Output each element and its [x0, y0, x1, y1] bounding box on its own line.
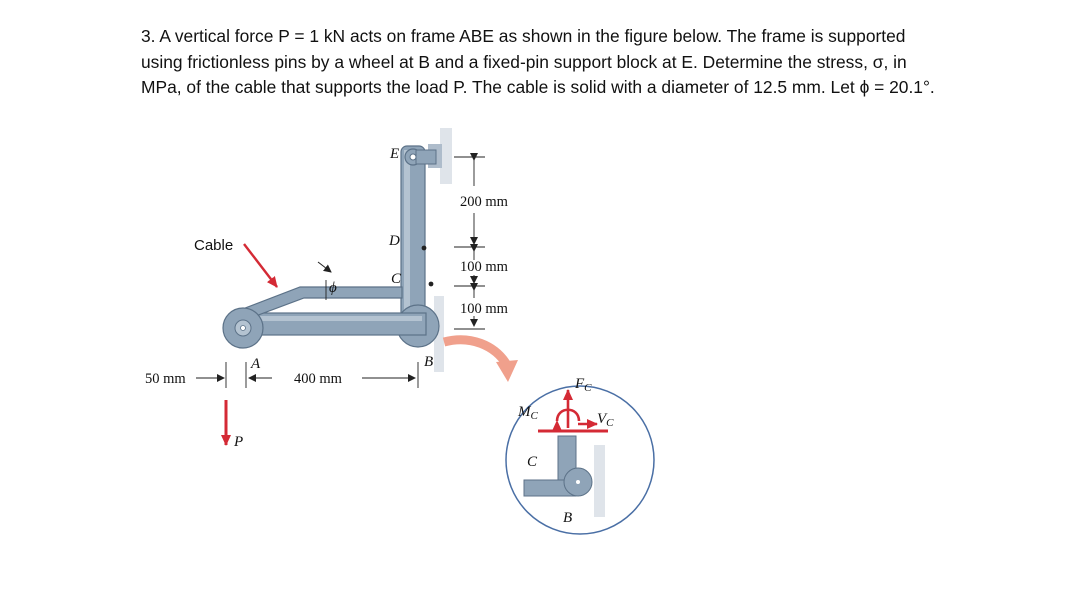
label-b: B [424, 354, 433, 370]
problem-statement: 3. A vertical force P = 1 kN acts on fra… [141, 24, 1041, 101]
dim-100-top-label: 100 mm [460, 259, 509, 275]
inset-circle [505, 385, 655, 535]
pin-e [404, 148, 437, 166]
inset-label-mc: MC [517, 404, 539, 422]
dim-50-label: 50 mm [145, 371, 186, 387]
vertical-member [400, 145, 426, 333]
label-cable: Cable [194, 237, 233, 254]
label-e: E [389, 146, 399, 162]
dim-vertical-group [454, 153, 485, 330]
dim-400-label: 400 mm [294, 371, 343, 387]
label-d: D [388, 233, 400, 249]
wall-support-b [434, 296, 444, 372]
phi-indicator [317, 261, 332, 273]
inset-label-c: C [527, 454, 538, 470]
label-p: P [233, 434, 243, 450]
inset-mc-arrow [551, 408, 581, 432]
label-phi: ϕ [329, 280, 337, 296]
joint-d [421, 245, 427, 251]
pulley-a [222, 307, 264, 349]
horizontal-member [231, 312, 427, 336]
label-c: C [391, 271, 402, 287]
problem-line-3: MPa, of the cable that supports the load… [141, 77, 935, 97]
dim-horizontal-group [196, 362, 419, 388]
inset-label-vc: VC [597, 411, 614, 429]
cable-pointer-arrow [243, 243, 278, 288]
dim-100-bottom-label: 100 mm [460, 301, 509, 317]
joint-c [428, 281, 434, 287]
label-a: A [250, 356, 261, 372]
problem-line-2: using frictionless pins by a wheel at B … [141, 51, 907, 72]
dim-200-label: 200 mm [460, 194, 509, 210]
inset-label-b: B [563, 510, 572, 526]
problem-line-1: 3. A vertical force P = 1 kN acts on fra… [141, 26, 906, 46]
inset-frame [523, 429, 608, 517]
transfer-arrow [442, 335, 511, 368]
inset-label-fc: FC [574, 376, 592, 394]
transfer-arrowhead [496, 360, 518, 382]
